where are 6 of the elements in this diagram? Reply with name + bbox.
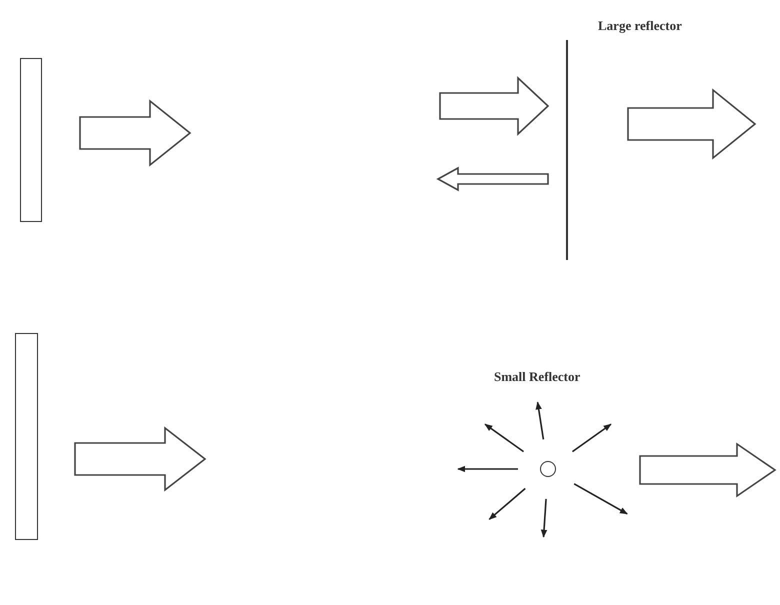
reflector-label: Large reflector: [598, 18, 682, 34]
transducer-bar: [15, 333, 38, 540]
small-reflector-circle: [540, 461, 556, 477]
large-reflector-line: [566, 40, 568, 260]
transducer-bar: [20, 58, 42, 222]
reflector-label: Small Reflector: [494, 369, 580, 385]
